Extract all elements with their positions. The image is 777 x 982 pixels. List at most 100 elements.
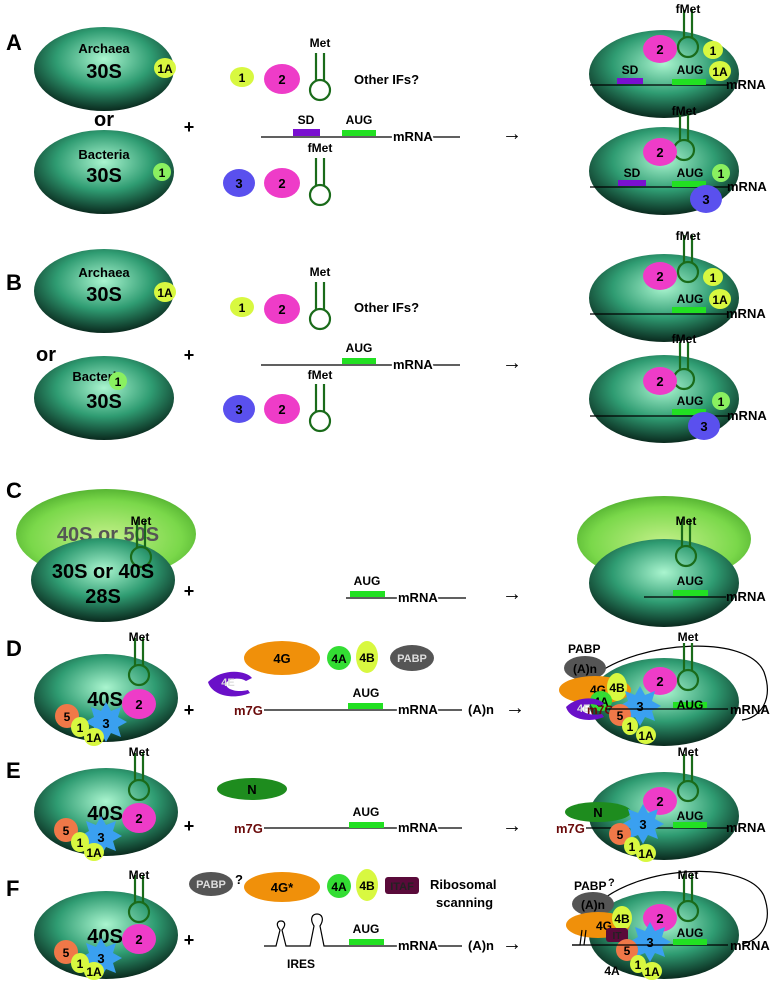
aug-box xyxy=(349,822,384,828)
small-subunit-label: 30S or 40S xyxy=(52,561,154,583)
or-label: or xyxy=(36,344,56,366)
polya-tail-label: (A)n xyxy=(468,702,494,717)
eif4a-factor xyxy=(327,874,351,898)
pabp-factor xyxy=(572,892,614,916)
eif4b-label: 4B xyxy=(614,912,630,926)
archaea-30s-subunit xyxy=(34,27,174,111)
if2-factor xyxy=(643,138,677,166)
panel-d: D Met 40S 2 3 5 1 1A + 4G 4A 4B PABP 4E … xyxy=(6,630,770,746)
eif1-label: 1 xyxy=(635,958,642,972)
eif4b-factor xyxy=(607,673,627,701)
mrna-label: mRNA xyxy=(727,179,767,194)
if2-label: 2 xyxy=(278,402,285,417)
if2-label: 2 xyxy=(656,42,663,57)
mrna-label: mRNA xyxy=(726,820,766,835)
if3-label: 3 xyxy=(235,176,242,191)
fmet-label: fMet xyxy=(308,368,333,382)
pabp-factor xyxy=(189,872,233,896)
eif5-label: 5 xyxy=(617,709,624,723)
panel-d-letter: D xyxy=(6,636,22,661)
other-ifs-label: Other IFs? xyxy=(354,72,419,87)
eif4e-label: 4E xyxy=(221,677,234,689)
if1-label: 1 xyxy=(239,301,246,315)
eif4b-label: 4B xyxy=(359,879,375,893)
question-mark: ? xyxy=(608,877,615,889)
eif1a-factor xyxy=(709,61,731,81)
eif1a-factor xyxy=(709,289,731,309)
aug-box xyxy=(349,939,384,945)
if1-factor xyxy=(712,392,730,410)
small-subunit xyxy=(31,538,175,622)
closed-loop-mrna xyxy=(593,645,768,721)
40s-label: 40S xyxy=(87,803,123,825)
if1-factor xyxy=(712,164,730,182)
mrna-label: mRNA xyxy=(726,589,766,604)
mrna-label: mRNA xyxy=(726,306,766,321)
met-label: Met xyxy=(131,514,152,528)
eif1a-factor xyxy=(636,844,656,862)
ribosomal-scanning-label: Ribosomal xyxy=(430,877,496,892)
plus-sign: + xyxy=(184,700,195,720)
archaea-label: Archaea xyxy=(78,41,130,56)
plus-sign: + xyxy=(184,345,195,365)
archaea-initiation-complex xyxy=(589,30,739,118)
plus-sign: + xyxy=(184,117,195,137)
fmet-label: fMet xyxy=(676,2,701,16)
sd-label: SD xyxy=(298,113,315,127)
polya-tail-label: (A)n xyxy=(581,898,605,912)
pabp-label: PABP xyxy=(574,879,606,893)
pabp-factor xyxy=(564,656,606,680)
if2-factor xyxy=(264,64,300,94)
eif4e-factor xyxy=(566,698,604,720)
eif5-label: 5 xyxy=(63,824,70,838)
eif4b-factor xyxy=(356,869,378,901)
eif1a-label: 1A xyxy=(712,293,728,307)
bacteria-30s-label: 30S xyxy=(86,165,122,187)
aug-box xyxy=(673,590,708,596)
if1-factor xyxy=(109,372,127,390)
aug-box xyxy=(342,130,376,136)
mrna-label: mRNA xyxy=(398,820,438,835)
eif1-label: 1 xyxy=(77,836,84,850)
met-trna-icon xyxy=(308,280,332,331)
mrna-label: mRNA xyxy=(398,938,438,953)
aug-label: AUG xyxy=(346,341,373,355)
question-mark: ? xyxy=(235,872,243,887)
eif1a-label: 1A xyxy=(157,286,173,300)
bacteria-label: Bacteria xyxy=(78,147,130,162)
eif5-label: 5 xyxy=(64,710,71,724)
if1-factor xyxy=(703,41,723,59)
itaf-factor xyxy=(385,877,419,894)
mrna-label: mRNA xyxy=(398,702,438,717)
eif4b-factor xyxy=(612,906,632,930)
met-label: Met xyxy=(310,265,331,279)
pabp-label: PABP xyxy=(568,642,600,656)
eif2-factor xyxy=(122,924,156,954)
if2-label: 2 xyxy=(656,374,663,389)
plus-sign: + xyxy=(184,581,195,601)
eif1a-factor xyxy=(636,726,656,744)
aug-label: AUG xyxy=(677,166,704,180)
pabp-factor xyxy=(390,645,434,671)
sd-label: SD xyxy=(622,63,639,77)
arrow-icon: → xyxy=(502,352,522,374)
aug-label: AUG xyxy=(677,809,704,823)
m7g-cap-label: m7G xyxy=(234,703,263,718)
fmet-trna-icon xyxy=(308,382,332,433)
eif1a-factor xyxy=(642,962,662,980)
arrow-icon: → xyxy=(502,583,522,605)
eif1-factor xyxy=(630,955,646,973)
mrna-label: mRNA xyxy=(398,590,438,605)
eif1-factor xyxy=(71,953,89,973)
mrna-label: mRNA xyxy=(726,77,766,92)
eif1a-label: 1A xyxy=(157,62,173,76)
mrna-label: mRNA xyxy=(398,938,438,953)
aug-box xyxy=(350,591,385,597)
ires-label: IRES xyxy=(287,957,315,971)
eif1a-label: 1A xyxy=(86,965,102,979)
mrna-label: mRNA xyxy=(393,357,433,372)
if1-label: 1 xyxy=(239,71,246,85)
bacteria-30s-subunit xyxy=(34,356,174,440)
small-subunit xyxy=(589,539,739,627)
eif2-factor xyxy=(122,803,156,833)
